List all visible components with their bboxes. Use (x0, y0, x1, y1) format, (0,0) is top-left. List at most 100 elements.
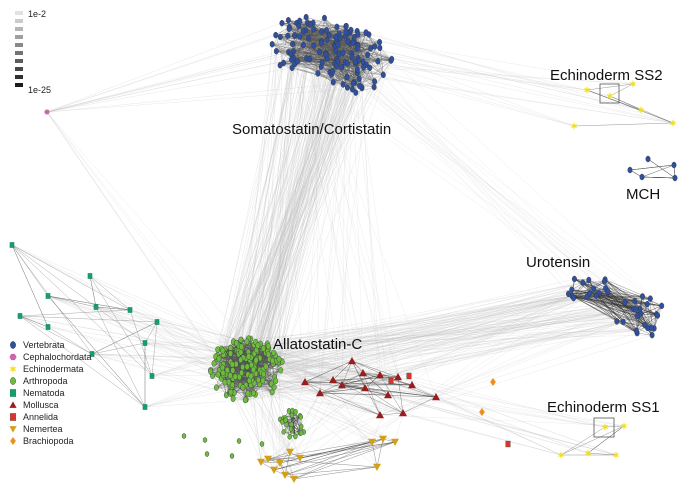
similarity-edge (290, 41, 355, 55)
similarity-edge (241, 44, 359, 341)
similarity-edge (284, 451, 291, 476)
similarity-edge (260, 43, 351, 344)
similarity-edge (255, 292, 608, 363)
similarity-edge (435, 321, 624, 398)
similarity-edge (362, 372, 413, 386)
similarity-edge (379, 327, 652, 416)
similarity-edge (258, 292, 608, 381)
similarity-edge (235, 51, 294, 365)
cluster-label-allatostatin: Allatostatin-C (273, 336, 362, 353)
similarity-edge (230, 288, 606, 350)
similarity-edge (273, 394, 389, 471)
similarity-edge (256, 66, 343, 351)
arthropoda-node (242, 396, 248, 404)
similarity-edge (347, 33, 371, 49)
similarity-edge (296, 22, 340, 55)
similarity-edge (262, 53, 353, 370)
vertebrata-node (277, 61, 283, 69)
similarity-edge (342, 52, 375, 82)
similarity-edge (278, 78, 360, 363)
similarity-edge (278, 58, 359, 360)
similarity-edge (299, 438, 384, 459)
similarity-edge (604, 281, 648, 305)
legend-item-brachiopoda: Brachiopoda (10, 436, 74, 446)
vertebrata-node (323, 51, 329, 58)
similarity-edge (242, 358, 247, 388)
vertebrata-node (637, 305, 643, 313)
similarity-edge (235, 364, 256, 395)
evalue-scale (15, 11, 23, 87)
similarity-edge (46, 82, 355, 113)
similarity-edge (46, 45, 314, 113)
similarity-edge (91, 353, 233, 365)
echinodermata-node (637, 105, 645, 115)
similarity-edge (338, 33, 392, 60)
arthropoda-node (238, 336, 244, 344)
similarity-edge (230, 29, 315, 350)
similarity-edge (299, 36, 575, 127)
similarity-edge (221, 54, 327, 379)
similarity-edge (218, 31, 358, 359)
similarity-edge (156, 321, 232, 393)
similarity-edge (272, 43, 356, 64)
similarity-edge (95, 306, 131, 311)
similarity-edge (321, 42, 368, 56)
similarity-edge (254, 321, 617, 384)
cluster-label-echinoderm-ss1: Echinoderm SS1 (547, 399, 660, 416)
vertebrata-node (361, 63, 366, 71)
similarity-edge (247, 45, 337, 376)
similarity-edge (46, 111, 250, 381)
similarity-edge (362, 295, 573, 374)
arthropoda-node (220, 347, 226, 354)
vertebrata-node (269, 41, 275, 48)
arthropoda-node (253, 357, 259, 364)
similarity-edge (151, 321, 158, 377)
vertebrata-node (649, 331, 655, 339)
similarity-edge (319, 392, 381, 416)
vertebrata-node (375, 58, 381, 65)
similarity-edge (227, 303, 648, 373)
similarity-edge (303, 44, 327, 55)
legend-symbol (9, 389, 17, 397)
similarity-edge (336, 42, 637, 310)
arthropoda-node (265, 342, 271, 350)
similarity-edge (293, 57, 337, 61)
similarity-edge (309, 53, 326, 60)
arthropoda-node (213, 384, 219, 391)
similarity-edge (302, 31, 356, 63)
legend-symbol (10, 377, 16, 385)
similarity-edge (239, 321, 624, 378)
similarity-edge (325, 45, 358, 54)
similarity-edge (573, 279, 589, 299)
similarity-edge (245, 295, 573, 401)
cephalochordata-node (44, 109, 50, 115)
cluster-label-urotensin: Urotensin (526, 254, 590, 271)
similarity-edge (230, 61, 364, 349)
similarity-edge (223, 44, 359, 365)
similarity-edge (260, 387, 275, 463)
similarity-edge (240, 44, 273, 353)
arthropoda-node (240, 384, 246, 391)
similarity-edge (275, 59, 337, 356)
similarity-edge (572, 295, 652, 329)
similarity-edge (294, 35, 364, 68)
similarity-edge (303, 41, 348, 46)
similarity-edge (238, 67, 371, 355)
similarity-edge (129, 309, 225, 355)
vertebrata-node (367, 64, 373, 71)
vertebrata-node (335, 58, 341, 65)
similarity-edge (242, 292, 590, 348)
similarity-edge (262, 24, 311, 381)
arthropoda-node (298, 414, 304, 420)
similarity-edge (325, 53, 358, 74)
similarity-edge (319, 45, 359, 394)
similarity-edge (275, 44, 359, 362)
similarity-edge (361, 88, 381, 416)
similarity-edge (345, 62, 641, 314)
legend-symbol (9, 364, 17, 374)
legend-label: Cephalochordata (23, 352, 92, 362)
similarity-edge (305, 30, 356, 64)
similarity-edge (222, 42, 354, 376)
similarity-edge (267, 414, 381, 460)
similarity-edge (402, 396, 437, 414)
